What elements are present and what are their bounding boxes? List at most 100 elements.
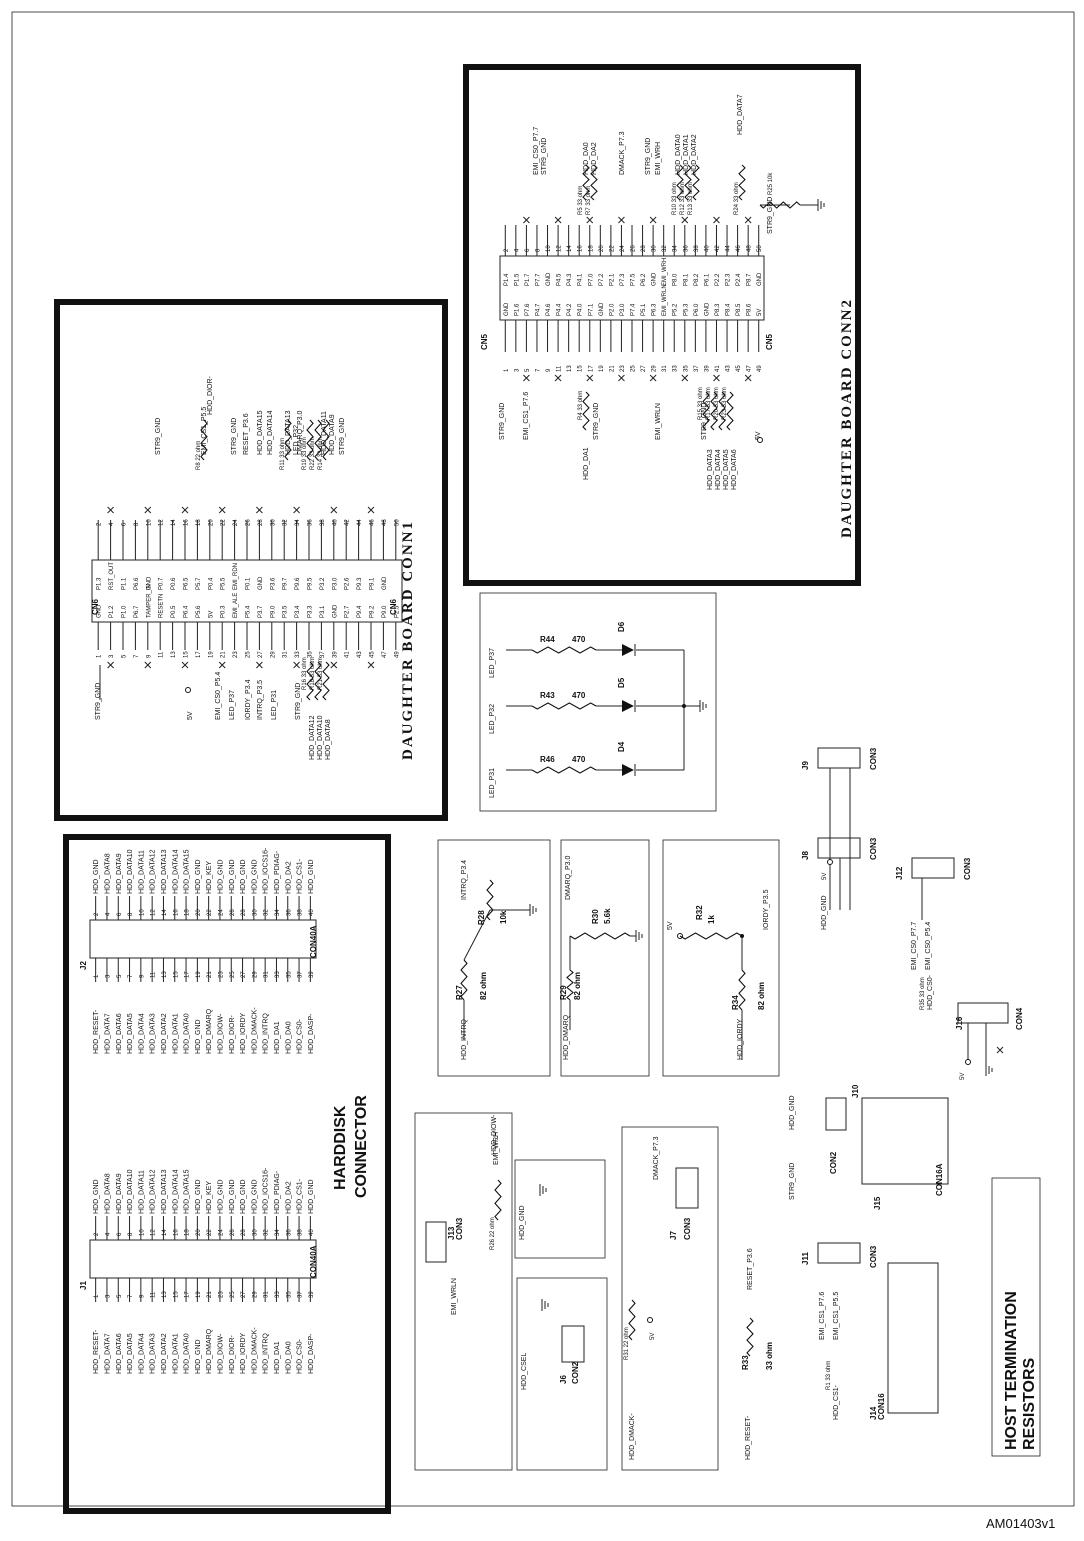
cn5-right-net: EMI_CS0_P7.7 — [533, 127, 540, 175]
j13-type: CON3 — [455, 1217, 464, 1240]
j7-supply: 5V — [650, 1333, 656, 1340]
cn6-pin-name: P3.4 — [295, 605, 301, 618]
hdd-even-net: HDD_DATA11 — [138, 850, 145, 894]
cn5-pin-number: 1 — [504, 368, 510, 372]
hdd-pin-number: 29 — [252, 971, 258, 978]
j2-ref: J2 — [79, 961, 88, 970]
hdd-odd-net: HDD_DATA3 — [150, 1013, 157, 1054]
no-connect-mark — [330, 506, 338, 514]
hdd-pin-number: 27 — [241, 1291, 247, 1298]
cn6-pin-name: P0.4 — [208, 577, 214, 590]
hdd-pin-number: 12 — [151, 909, 157, 916]
cn5-pin-name: P1.4 — [504, 273, 510, 286]
cn5-pin-name: P1.5 — [514, 273, 520, 286]
hdd-even-net: HDD_DATA15 — [184, 1169, 191, 1214]
cn5-pin-number: 30 — [652, 245, 658, 252]
no-connect-mark — [681, 374, 689, 382]
cn6-pin-name: P0.1 — [246, 577, 252, 590]
j6-net: HDD_CSEL — [521, 1353, 528, 1390]
cn5-pin-name: P7.0 — [588, 273, 594, 286]
cn5-resistor-label: R4 33 ohm — [578, 391, 584, 420]
cn6-pin-number: 26 — [246, 519, 252, 526]
led-resistor-value: 470 — [572, 635, 586, 644]
hdd-odd-net: HDD_DATA0 — [184, 1333, 191, 1374]
host-title-1: HOST TERMINATION — [1003, 1291, 1020, 1450]
cn6-pin-number: 8 — [134, 522, 140, 526]
led-diode-ref: D4 — [617, 741, 626, 752]
hdd-pin-number: 34 — [275, 1229, 281, 1236]
j12-ref: J12 — [895, 866, 904, 880]
led-resistor — [531, 646, 597, 654]
cn5-pin-name: P6.0 — [694, 303, 700, 316]
cn6-pin-number: 24 — [233, 519, 239, 526]
cn5-pin-name: P6.2 — [641, 273, 647, 286]
conn1-title: DAUGHTER BOARD CONN1 — [400, 520, 416, 760]
cn6-pin-name: P3.0 — [332, 577, 338, 590]
cn5-resistor-label: R20 33 ohm — [714, 387, 720, 420]
cn6-pin-name: P6.6 — [134, 577, 140, 590]
dmarq-net-bottom: HDD_DMARQ — [563, 1014, 570, 1060]
hdd-even-net: HDD_CS1- — [297, 1178, 304, 1214]
no-connect-mark — [293, 661, 300, 669]
cn6-pin-name: P0.5 — [171, 605, 177, 618]
j16-net: 5V — [960, 1073, 966, 1080]
harddisk-connectors: J1CON40A12HDD_RESET-HDD_GND34HDD_DATA7HD… — [79, 847, 318, 1374]
hdd-pin-number: 11 — [151, 971, 157, 978]
hdd-pin-number: 15 — [173, 1291, 179, 1298]
r28-ref: R28 — [477, 910, 486, 925]
j13-net-3: HDD_DIOW- — [491, 1114, 498, 1155]
hdd-odd-net: HDD_INTRQ — [263, 1333, 270, 1374]
r30-resistor — [569, 932, 631, 940]
no-connect-mark — [586, 374, 594, 382]
host-title-2: RESISTORS — [1021, 1358, 1038, 1451]
hdd-pin-number: 2 — [94, 912, 100, 916]
cn5-pin-number: 16 — [578, 245, 584, 252]
j14-type: CON16 — [877, 1393, 886, 1420]
r33-value: 33 ohm — [765, 1342, 774, 1370]
cn6-pin-number: 42 — [345, 519, 351, 526]
cn5-pin-name: P4.4 — [557, 303, 563, 316]
hdd-odd-net: HDD_DMACK- — [251, 1007, 258, 1054]
hdd-pin-number: 3 — [105, 974, 111, 978]
cn5-pin-number: 23 — [620, 365, 626, 372]
cn5-pin-name: P1.7 — [525, 273, 531, 286]
hdd-pin-number: 5 — [117, 974, 123, 978]
j13-net-1: EMI_WRLN — [451, 1278, 458, 1315]
led-diode-ref: D5 — [617, 677, 626, 688]
hdd-odd-net: HDD_DA1 — [274, 1021, 281, 1054]
cn6-pin-number: 48 — [382, 519, 388, 526]
no-connect-mark — [330, 661, 338, 669]
r27-value: 82 ohm — [479, 972, 488, 1000]
cn5-pin-number: 18 — [588, 245, 594, 252]
j16-ref: J16 — [955, 1016, 964, 1030]
cn5-left-net: EMI_CS1_P7.6 — [523, 392, 530, 440]
cn6-pin-number: 31 — [283, 651, 289, 658]
cn5-right-net: STR9_GND — [645, 138, 652, 175]
hdd-pin-number: 17 — [185, 1291, 191, 1298]
hdd-even-net: HDD_DATA8 — [104, 1173, 111, 1214]
no-connect-mark — [618, 374, 625, 382]
hdd-odd-net: HDD_DIOW- — [217, 1333, 224, 1374]
cn6-pin-name: P9.2 — [370, 605, 376, 618]
no-connect-mark — [996, 1046, 1004, 1054]
cn6-pin-name: P2.7 — [345, 605, 351, 618]
hdd-odd-net: HDD_DMACK- — [251, 1327, 258, 1374]
harddisk-section: J1CON40A12HDD_RESET-HDD_GND34HDD_DATA7HD… — [63, 834, 391, 1514]
hdd-pin-number: 4 — [105, 912, 111, 916]
hdd-even-net: HDD_DATA14 — [172, 849, 179, 894]
no-connect-mark — [523, 374, 530, 382]
cn5-pin-number: 28 — [641, 245, 647, 252]
hdd-even-net: HDD_GND — [229, 859, 236, 894]
hdd-odd-net: HDD_INTRQ — [263, 1013, 270, 1054]
cn6-pin-number: 12 — [159, 519, 165, 526]
hdd-odd-net: HDD_DMARQ — [206, 1008, 213, 1054]
cn6-pin-name: P5.7 — [196, 577, 202, 590]
cn6-pin-name: P0.3 — [221, 605, 227, 618]
cn5-pin-number: 20 — [599, 245, 605, 252]
cn5-pulldown-resistor — [759, 201, 801, 209]
hdd-pin-number: 32 — [264, 1229, 270, 1236]
cn6-pin-number: 20 — [208, 519, 214, 526]
